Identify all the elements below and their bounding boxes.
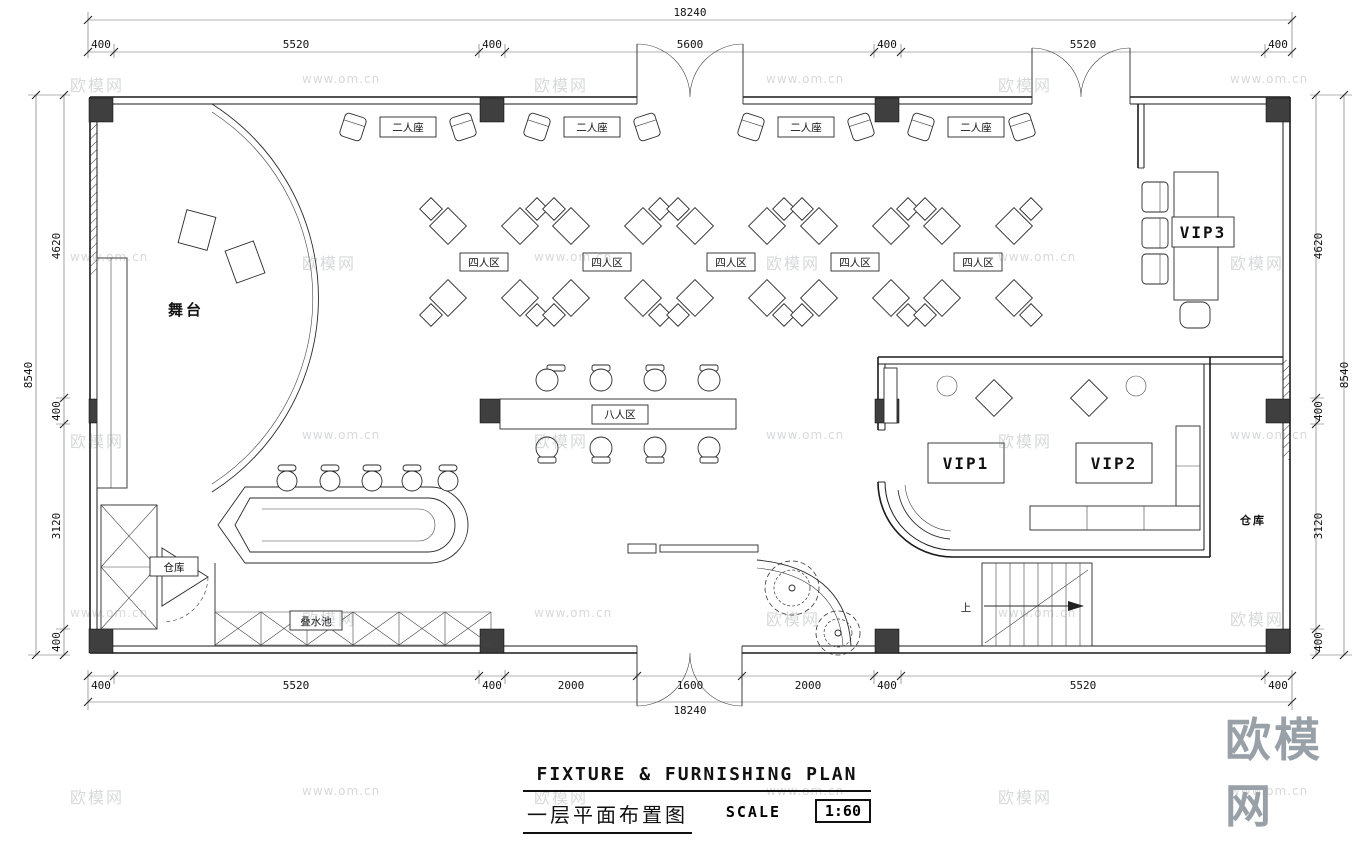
dim-right-total: 8540	[1338, 362, 1351, 389]
water-pool-label: 叠水池	[300, 615, 332, 628]
eight-seat-area: 八人区	[499, 364, 737, 464]
title-subrow: 一层平面布置图 SCALE 1:60	[523, 799, 871, 834]
eight-seat-label: 八人区	[604, 409, 636, 421]
two-seat-label: 二人座	[392, 121, 424, 134]
tree-icon	[815, 610, 861, 656]
storage-room-left: 仓库	[100, 504, 209, 630]
exterior-walls	[89, 96, 1291, 654]
dim-left-seg: 3120	[50, 513, 63, 540]
dim-right-seg: 3120	[1312, 513, 1325, 540]
stage-label: 舞台	[168, 301, 204, 319]
dim-bottom-seg: 400	[877, 679, 897, 692]
storage-left-label: 仓库	[164, 561, 185, 574]
two-seat-label: 二人座	[790, 121, 822, 134]
title-divider	[523, 790, 871, 792]
dimension-ticks	[31, 15, 1349, 707]
dim-top-seg: 400	[877, 38, 897, 51]
four-seat-label: 四人区	[962, 257, 994, 269]
dim-right-seg: 4620	[1312, 233, 1325, 260]
storage-right-label: 仓库	[1239, 513, 1266, 527]
four-seat-label: 四人区	[839, 257, 871, 269]
dim-top-seg: 5520	[1070, 38, 1097, 51]
dim-bottom-seg: 400	[1268, 679, 1288, 692]
dim-top-seg: 400	[1268, 38, 1288, 51]
interior-walls	[214, 104, 1283, 646]
dim-top-seg: 5600	[677, 38, 704, 51]
dim-top-seg: 400	[482, 38, 502, 51]
watermark-logo: 欧模网	[1225, 713, 1323, 833]
plan-title-cn: 一层平面布置图	[523, 799, 692, 834]
dim-right-seg: 400	[1312, 632, 1325, 652]
vip3-label: VIP3	[1180, 223, 1227, 242]
dim-bottom-seg: 400	[91, 679, 111, 692]
dim-bottom-seg: 5520	[283, 679, 310, 692]
planter-trees	[627, 543, 861, 656]
water-pool: 叠水池	[214, 610, 492, 646]
dim-top-seg: 400	[91, 38, 111, 51]
scale-value: 1:60	[814, 799, 871, 823]
stairs-direction-arrow-icon	[1068, 601, 1084, 611]
dim-bottom-seg: 2000	[558, 679, 585, 692]
dim-left-seg: 4620	[50, 233, 63, 260]
dim-left-seg: 400	[50, 401, 63, 421]
vip3-area: VIP3	[1141, 171, 1235, 329]
dim-bottom-seg: 400	[482, 679, 502, 692]
title-block: FIXTURE & FURNISHING PLAN 一层平面布置图 SCALE …	[523, 764, 871, 834]
stairs-up-label: 上	[961, 602, 972, 614]
dim-right-seg: 400	[1312, 401, 1325, 421]
dim-bottom-seg: 5520	[1070, 679, 1097, 692]
stage-area: 舞台	[96, 103, 319, 493]
scale-label: SCALE	[725, 803, 782, 821]
vip1-label: VIP1	[943, 454, 990, 473]
bar-counter	[217, 464, 469, 564]
tree-icon	[764, 560, 820, 616]
two-seat-label: 二人座	[960, 121, 992, 134]
dim-left-seg: 400	[50, 632, 63, 652]
entrance-doors	[636, 43, 1131, 707]
dim-bottom-total: 18240	[673, 704, 706, 717]
four-seat-label: 四人区	[468, 257, 500, 269]
dimension-lines: 18240 400 5520 400 5600 400 5520 400 400…	[22, 6, 1352, 717]
four-seat-label: 四人区	[591, 257, 623, 269]
dim-top-total: 18240	[673, 6, 706, 19]
two-seat-units: 二人座 二人座 二人座 二人座	[338, 111, 1037, 143]
four-seat-clusters: 四人区 四人区 四人区 四人区 四人区	[420, 198, 1043, 327]
plan-title-en: FIXTURE & FURNISHING PLAN	[536, 764, 858, 785]
dim-bottom-seg: 2000	[795, 679, 822, 692]
dim-bottom-seg: 1600	[677, 679, 704, 692]
wall-hatch	[90, 115, 97, 275]
dim-left-total: 8540	[22, 362, 35, 389]
vip-room: VIP1 VIP2	[883, 367, 1201, 540]
dim-top-seg: 5520	[283, 38, 310, 51]
stairs: 上	[961, 562, 1093, 647]
vip2-label: VIP2	[1091, 454, 1138, 473]
two-seat-label: 二人座	[576, 121, 608, 134]
four-seat-label: 四人区	[715, 257, 747, 269]
structural-columns	[88, 97, 1291, 654]
